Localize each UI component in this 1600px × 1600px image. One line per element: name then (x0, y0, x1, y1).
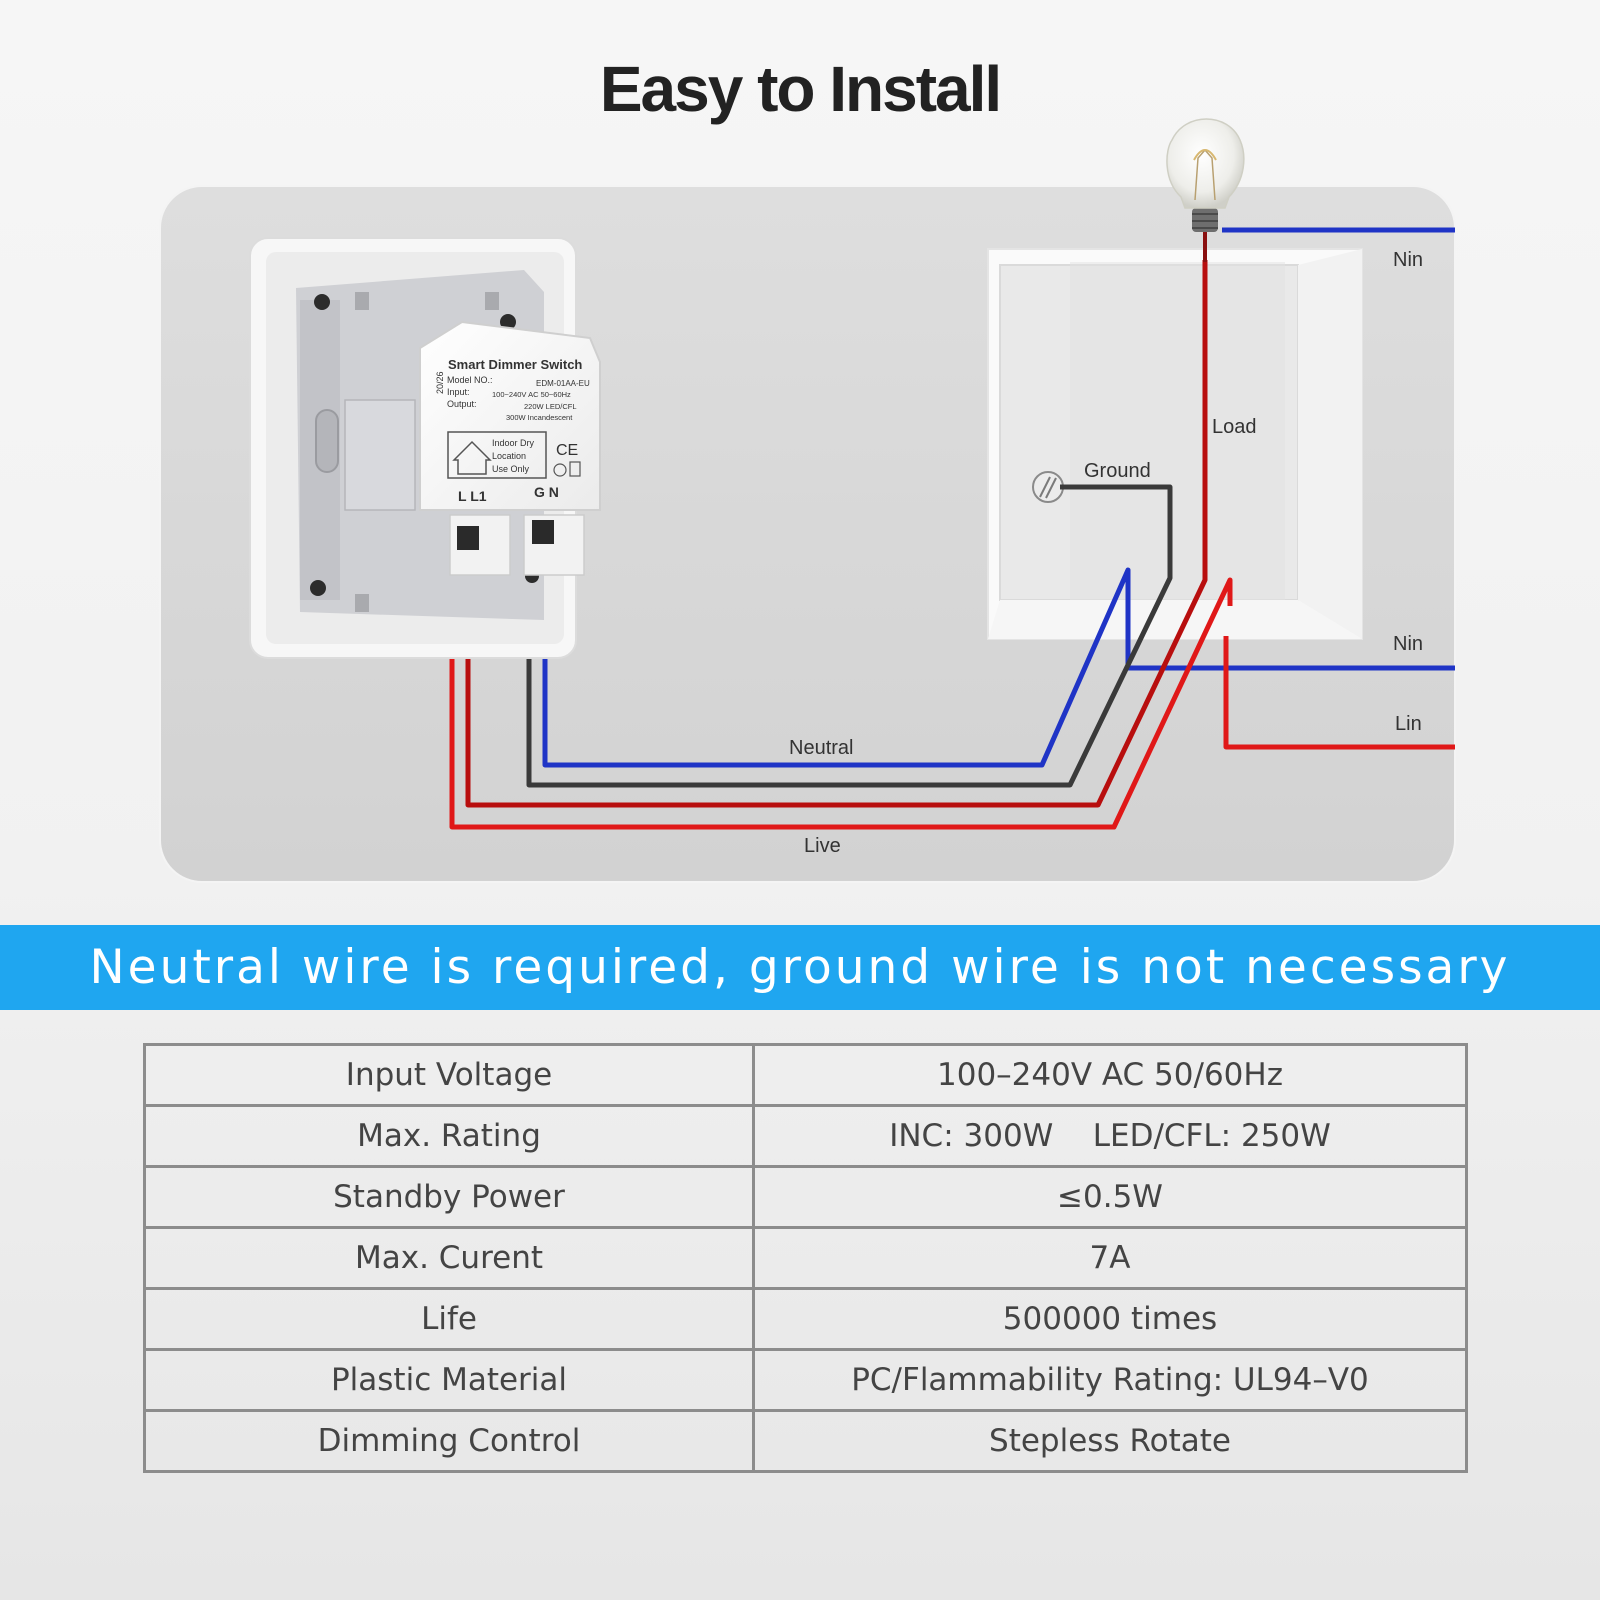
spec-label: Max. Rating (143, 1104, 755, 1168)
page-title: Easy to Install (599, 53, 1002, 125)
spec-label: Life (143, 1287, 755, 1351)
junction-box (987, 248, 1363, 640)
label-live: Live (804, 835, 841, 857)
terminal-l (457, 526, 479, 550)
spec-value: Stepless Rotate (752, 1409, 1468, 1473)
table-row: Input Voltage 100–240V AC 50/60Hz (143, 1043, 1468, 1107)
spec-label: Plastic Material (143, 1348, 755, 1412)
table-row: Max. Curent 7A (143, 1226, 1468, 1290)
terminal-label-n: G N (534, 484, 559, 500)
live-wire (449, 572, 1233, 830)
device-model-value: EDM-01AA-EU (536, 379, 590, 388)
label-load: Load (1212, 416, 1257, 438)
light-bulb-icon (1166, 118, 1245, 262)
spec-value: INC: 300W LED/CFL: 250W (752, 1104, 1468, 1168)
device-output-value-1: 220W LED/CFL (524, 402, 577, 411)
table-row: Life 500000 times (143, 1287, 1468, 1351)
device-side-code: 20/26 (435, 371, 445, 394)
load-wire (465, 260, 1208, 808)
label-ground: Ground (1084, 460, 1151, 482)
label-nin-top: Nin (1393, 249, 1423, 271)
device-input-value: 100~240V AC 50~60Hz (492, 390, 571, 399)
spec-table: Input Voltage 100–240V AC 50/60Hz Max. R… (143, 1043, 1468, 1473)
terminal-n (532, 520, 554, 544)
spec-value: 100–240V AC 50/60Hz (752, 1043, 1468, 1107)
spec-value: ≤0.5W (752, 1165, 1468, 1229)
label-lin: Lin (1395, 713, 1422, 735)
weee-bin-icon (569, 461, 581, 477)
device-name: Smart Dimmer Switch (448, 357, 582, 372)
banner-text: Neutral wire is required, ground wire is… (89, 940, 1511, 995)
spec-value: PC/Flammability Rating: UL94–V0 (752, 1348, 1468, 1412)
cert-icon (553, 463, 567, 477)
smart-module: Smart Dimmer Switch Model NO.: EDM-01AA-… (419, 320, 601, 576)
device-indoor-2: Location (492, 451, 526, 461)
device-output-value-2: 300W Incandescent (506, 413, 573, 422)
device-indoor-1: Indoor Dry (492, 438, 535, 448)
device-model-label: Model NO.: (447, 375, 493, 385)
device-input-label: Input: (447, 387, 470, 397)
table-row: Plastic Material PC/Flammability Rating:… (143, 1348, 1468, 1412)
device-output-label: Output: (447, 399, 477, 409)
table-row: Dimming Control Stepless Rotate (143, 1409, 1468, 1473)
label-neutral: Neutral (789, 737, 853, 759)
spec-value: 500000 times (752, 1287, 1468, 1351)
spec-label: Input Voltage (143, 1043, 755, 1107)
spec-label: Standby Power (143, 1165, 755, 1229)
table-row: Max. Rating INC: 300W LED/CFL: 250W (143, 1104, 1468, 1168)
lin-wire (1223, 636, 1455, 750)
neutral-wire-banner: Neutral wire is required, ground wire is… (0, 925, 1600, 1010)
ground-screw-icon (1032, 471, 1064, 503)
spec-label: Max. Curent (143, 1226, 755, 1290)
house-icon (452, 440, 492, 475)
label-nin-bottom: Nin (1393, 633, 1423, 655)
wiring-diagram: Smart Dimmer Switch Model NO.: EDM-01AA-… (159, 118, 1456, 883)
spec-label: Dimming Control (143, 1409, 755, 1473)
ce-mark: CE (556, 442, 578, 459)
ground-wire (526, 484, 1173, 788)
table-row: Standby Power ≤0.5W (143, 1165, 1468, 1229)
device-indoor-3: Use Only (492, 464, 530, 474)
terminal-label-l: L L1 (458, 488, 487, 504)
spec-value: 7A (752, 1226, 1468, 1290)
